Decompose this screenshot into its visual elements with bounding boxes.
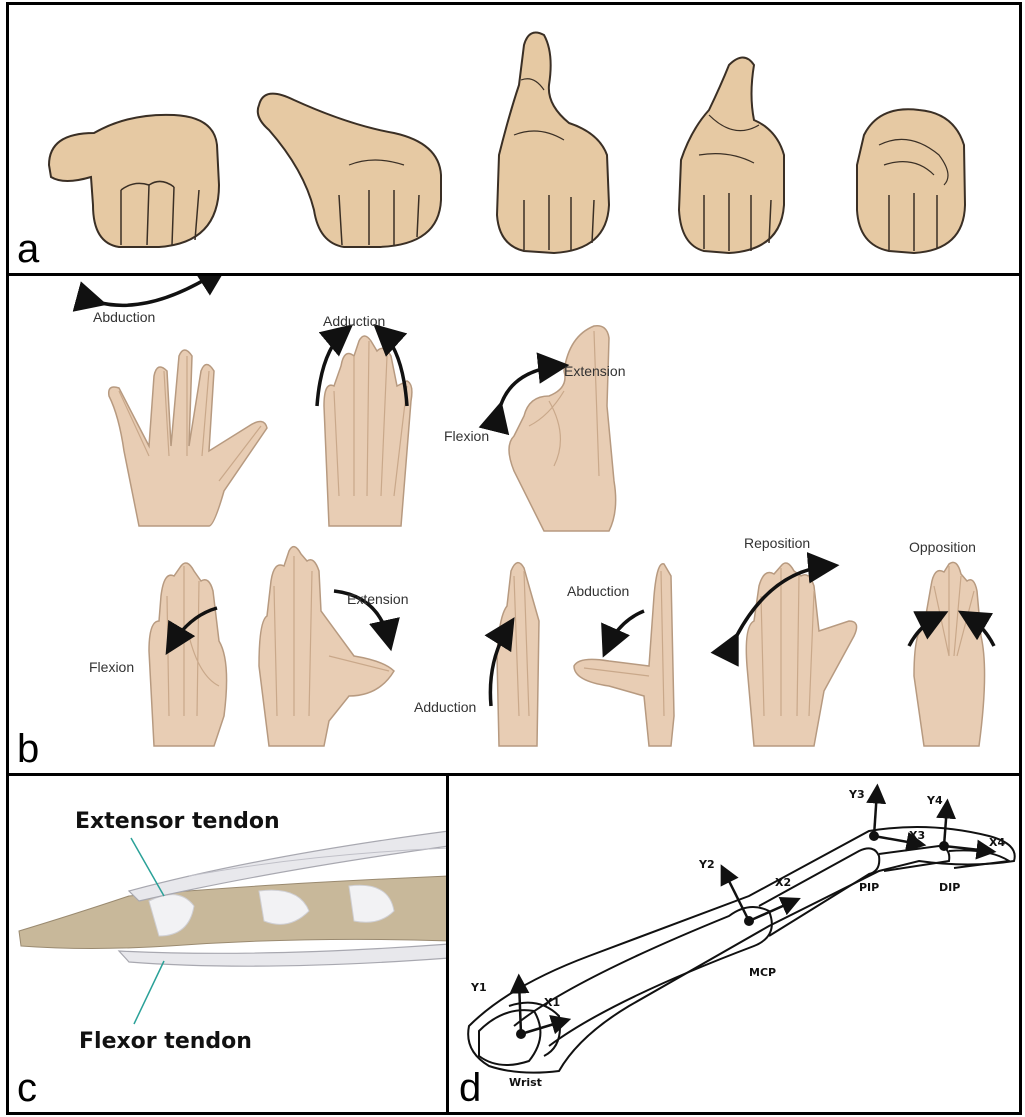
panel-a-thumb-positions: a bbox=[6, 2, 1022, 276]
finger-tendon-illustration: Extensor tendon Flexor tendon bbox=[9, 776, 449, 1115]
label-opposition: Opposition bbox=[909, 539, 976, 555]
panel-letter-d: d bbox=[459, 1068, 481, 1108]
finger-kinematics-diagram: Y1 X1 Y2 X2 Y3 X3 Y4 X4 MCP PIP DIP Wris… bbox=[449, 776, 1022, 1115]
hand-flexion-extension bbox=[509, 326, 616, 531]
label-abduction-bottom: Abduction bbox=[567, 583, 629, 599]
label-flexion-bottom: Flexion bbox=[89, 659, 134, 675]
axis-y2 bbox=[724, 871, 749, 921]
label-reposition: Reposition bbox=[744, 535, 810, 551]
label-x3: X3 bbox=[909, 829, 925, 842]
label-x1: X1 bbox=[544, 996, 560, 1009]
hand-thumb-flexion bbox=[149, 563, 227, 746]
label-adduction-bottom: Adduction bbox=[414, 699, 476, 715]
abduction-arrow-bottom bbox=[607, 611, 644, 648]
panel-letter-b: b bbox=[17, 729, 39, 769]
thumb-positions-illustration bbox=[9, 5, 1022, 276]
label-y2: Y2 bbox=[698, 858, 715, 871]
label-abduction-top: Abduction bbox=[93, 309, 155, 325]
label-x4: X4 bbox=[989, 836, 1005, 849]
label-pip: PIP bbox=[859, 881, 879, 894]
flexor-leader-line bbox=[134, 961, 164, 1024]
hand-movements-illustration: Abduction Adduction Extension Flexion Fl… bbox=[9, 276, 1022, 776]
axis-y1 bbox=[519, 981, 521, 1034]
label-adduction-top: Adduction bbox=[323, 313, 385, 329]
label-dip: DIP bbox=[939, 881, 960, 894]
label-flexion-top: Flexion bbox=[444, 428, 489, 444]
label-extensor-tendon: Extensor tendon bbox=[75, 809, 280, 834]
label-wrist: Wrist bbox=[509, 1076, 542, 1089]
axis-y4 bbox=[944, 806, 947, 846]
label-extension-top: Extension bbox=[564, 363, 625, 379]
abduction-arc-arrow bbox=[97, 276, 219, 305]
label-y3: Y3 bbox=[848, 788, 865, 801]
panel-letter-c: c bbox=[17, 1068, 37, 1108]
flexor-tendon bbox=[119, 944, 449, 966]
panel-letter-a: a bbox=[17, 229, 39, 269]
distal-phalanx bbox=[949, 850, 1009, 868]
panel-b-hand-movements: Abduction Adduction Extension Flexion Fl… bbox=[6, 273, 1022, 776]
hand-thumb-across bbox=[679, 58, 784, 254]
panel-d-finger-kinematics: Y1 X1 Y2 X2 Y3 X3 Y4 X4 MCP PIP DIP Wris… bbox=[446, 773, 1022, 1115]
panel-c-finger-tendons: Extensor tendon Flexor tendon c bbox=[6, 773, 449, 1115]
hand-thumb-neutral bbox=[49, 115, 219, 247]
label-mcp: MCP bbox=[749, 966, 776, 979]
middle-phalanx bbox=[879, 846, 949, 871]
hand-opposition bbox=[914, 562, 985, 746]
hand-thumb-extended bbox=[258, 94, 441, 247]
label-x2: X2 bbox=[775, 876, 791, 889]
hand-fist bbox=[857, 109, 965, 253]
label-y4: Y4 bbox=[926, 794, 943, 807]
label-extension-bottom: Extension bbox=[347, 591, 408, 607]
hand-side-adduction bbox=[497, 563, 539, 746]
axis-x1 bbox=[521, 1021, 564, 1034]
hand-abduction bbox=[109, 350, 267, 526]
hand-thumb-extension bbox=[259, 547, 394, 746]
hand-thumb-up bbox=[497, 33, 609, 253]
label-flexor-tendon: Flexor tendon bbox=[79, 1029, 252, 1054]
label-y1: Y1 bbox=[470, 981, 487, 994]
hand-reposition bbox=[746, 563, 856, 746]
